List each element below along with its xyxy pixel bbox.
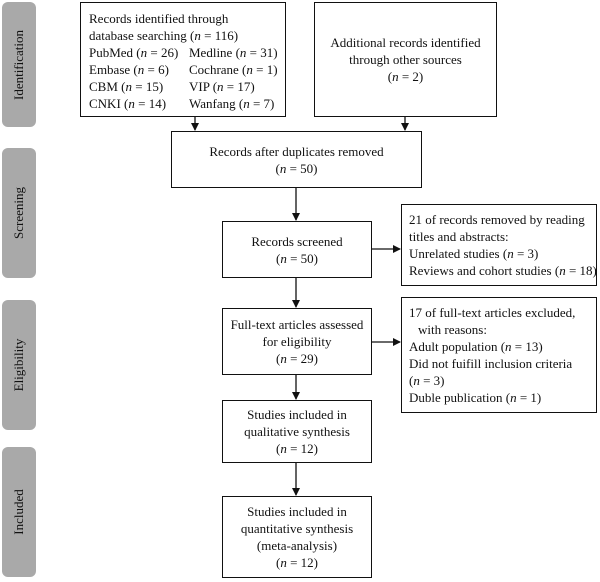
box-records-removed: 21 of records removed by reading titles … [401,204,597,286]
other-line2: through other sources [349,52,462,67]
db-source-item: Embase (n = 6) [89,62,169,77]
box-qualitative-synthesis: Studies included in qualitative synthesi… [222,400,372,463]
db-source-item: CBM (n = 15) [89,79,164,94]
qual-line1: Studies included in [247,407,347,422]
phase-identification: Identification [2,2,36,127]
phase-eligibility: Eligibility [2,300,36,430]
phase-screening-label: Screening [11,187,26,239]
excluded-line1: 17 of full-text articles excluded, [409,305,576,320]
removed-line3: Unrelated studies (n = 3) [409,246,539,261]
screened-line1: Records screened [251,233,343,249]
box-fulltext-assessed: Full-text articles assessed for eligibil… [222,308,372,375]
dup-line2: (n = 50) [275,160,318,176]
phase-identification-label: Identification [11,29,26,100]
removed-line2: titles and abstracts: [409,229,509,244]
db-source-item: VIP (n = 17) [189,79,255,94]
box-quantitative-synthesis: Studies included in quantitative synthes… [222,496,372,578]
db-source-item: Wanfang (n = 7) [189,96,275,111]
box-other-sources: Additional records identified through ot… [314,2,497,117]
box-database-search: Records identified through database sear… [80,2,286,117]
db-source-item: CNKI (n = 14) [89,96,167,111]
db-title-line2: database searching (n = 116) [89,28,239,43]
removed-line1: 21 of records removed by reading [409,212,585,227]
dup-line1: Records after duplicates removed [209,143,384,159]
quant-line4: (n = 12) [275,555,318,570]
excluded-line3: Adult population (n = 13) [409,339,543,354]
fulltext-line2: for eligibility [262,334,332,349]
box-records-screened: Records screened (n = 50) [222,221,372,278]
db-title-line1: Records identified through [89,11,229,26]
excluded-line6: Duble publication (n = 1) [409,390,542,405]
quant-line3: (meta-analysis) [256,538,338,553]
phase-screening: Screening [2,148,36,278]
excluded-line2: with reasons: [418,322,487,337]
excluded-line5: (n = 3) [409,373,445,388]
db-source-item: Medline (n = 31) [189,45,278,60]
phase-included-label: Included [11,489,26,535]
box-duplicates-removed: Records after duplicates removed (n = 50… [171,131,422,188]
db-source-item: PubMed (n = 26) [89,45,179,60]
qual-line2: qualitative synthesis [244,424,350,439]
qual-line3: (n = 12) [275,441,318,456]
phase-eligibility-label: Eligibility [11,338,26,392]
phase-included: Included [2,447,36,577]
fulltext-line3: (n = 29) [275,351,318,366]
fulltext-line1: Full-text articles assessed [230,317,364,332]
box-fulltext-excluded: 17 of full-text articles excluded, with … [401,297,597,413]
other-line1: Additional records identified [330,35,481,50]
db-source-item: Cochrane (n = 1) [189,62,278,77]
excluded-line4: Did not fuifill inclusion criteria [409,356,573,371]
other-line3: (n = 2) [387,69,424,84]
quant-line1: Studies included in [247,504,347,519]
db-source-list: PubMed (n = 26) Medline (n = 31) Embase … [89,44,278,112]
removed-line4: Reviews and cohort studies (n = 18) [409,263,597,278]
quant-line2: quantitative synthesis [240,521,354,536]
screened-line2: (n = 50) [275,250,318,266]
